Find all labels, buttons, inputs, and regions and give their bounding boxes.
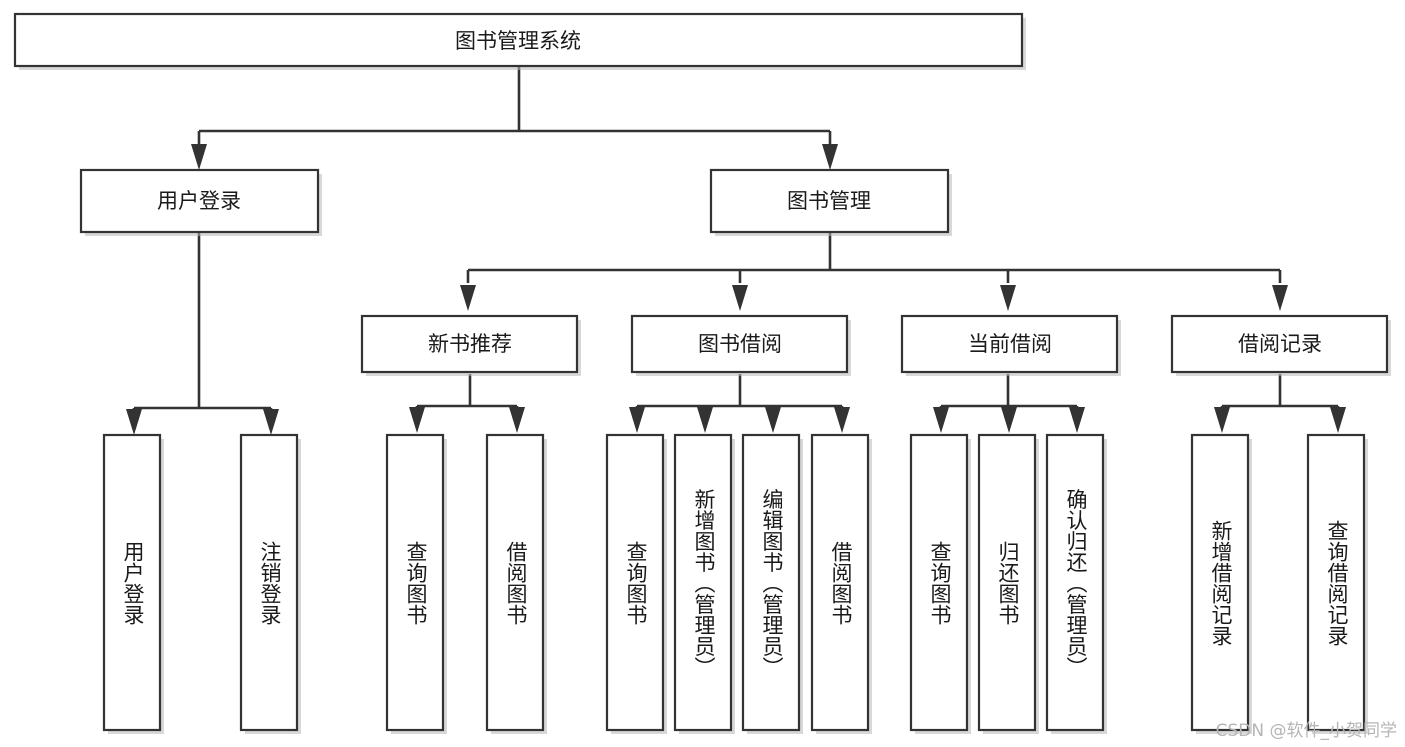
node-borrow-record[interactable]: 借阅记录: [1170, 314, 1391, 376]
leaf-book-borrow-1-label: 查询图书: [624, 541, 648, 625]
leaf-book-borrow-4[interactable]: 借阅图书: [810, 433, 872, 734]
node-current-borrow[interactable]: 当前借阅: [900, 314, 1121, 376]
arrow-root-to-user-login: [191, 144, 207, 170]
leaf-current-borrow-2-label: 归还图书: [996, 541, 1020, 625]
arrow-book-borrow-leaf-3: [765, 407, 781, 433]
node-new-book-recommend-label: 新书推荐: [428, 332, 512, 356]
arrow-book-manage-to-current: [1000, 285, 1016, 311]
arrow-root-to-book-manage: [822, 144, 838, 170]
arrow-book-manage-to-new-book: [460, 285, 476, 311]
arrow-new-book-leaf-2: [509, 407, 525, 433]
node-user-login-label: 用户登录: [157, 189, 241, 213]
leaf-new-book-2[interactable]: 借阅图书: [485, 433, 547, 734]
node-borrow-record-label: 借阅记录: [1238, 332, 1322, 356]
leaf-book-borrow-3-label: 编辑图书（管理员）: [760, 489, 784, 678]
arrow-book-borrow-leaf-4: [834, 407, 850, 433]
node-root-system-label: 图书管理系统: [455, 29, 581, 53]
leaf-book-borrow-4-label: 借阅图书: [829, 541, 853, 625]
node-book-borrow[interactable]: 图书借阅: [630, 314, 851, 376]
arrow-book-borrow-leaf-1: [629, 407, 645, 433]
leaf-borrow-record-1-label: 新增借阅记录: [1209, 520, 1233, 646]
arrow-borrow-record-leaf-2: [1330, 407, 1346, 433]
leaf-book-borrow-2[interactable]: 新增图书（管理员）: [673, 433, 735, 734]
node-book-borrow-label: 图书借阅: [698, 332, 782, 356]
node-root-system[interactable]: 图书管理系统: [13, 12, 1026, 70]
leaf-new-book-2-label: 借阅图书: [504, 541, 528, 625]
leaf-current-borrow-1[interactable]: 查询图书: [909, 433, 971, 734]
connector-group-new-book: [415, 374, 519, 409]
csdn-watermark: CSDN @软件_小贺同学: [1215, 721, 1397, 741]
node-user-login[interactable]: 用户登录: [79, 168, 322, 236]
connector-group-borrow-record: [1220, 374, 1340, 409]
arrow-user-login-leaf-2: [263, 409, 279, 435]
arrow-current-borrow-leaf-2: [1001, 407, 1017, 433]
connector-group-book-manage: [466, 232, 1282, 283]
arrow-current-borrow-leaf-1: [933, 407, 949, 433]
leaf-current-borrow-2[interactable]: 归还图书: [977, 433, 1039, 734]
leaf-borrow-record-2-label: 查询借阅记录: [1325, 520, 1349, 646]
leaf-current-borrow-1-label: 查询图书: [928, 541, 952, 625]
connector-group-book-borrow: [635, 374, 844, 409]
arrow-book-manage-to-record: [1272, 285, 1288, 311]
leaf-current-borrow-3[interactable]: 确认归还（管理员）: [1045, 433, 1107, 734]
leaf-new-book-1-label: 查询图书: [404, 541, 428, 625]
leaf-book-borrow-3[interactable]: 编辑图书（管理员）: [741, 433, 803, 734]
leaf-borrow-record-2[interactable]: 查询借阅记录: [1306, 433, 1368, 734]
node-current-borrow-label: 当前借阅: [968, 332, 1052, 356]
leaf-current-borrow-3-label: 确认归还（管理员）: [1064, 489, 1088, 678]
leaf-user-login-2[interactable]: 注销登录: [239, 433, 301, 734]
arrow-book-manage-to-borrow: [732, 285, 748, 311]
arrow-book-borrow-leaf-2: [697, 407, 713, 433]
node-book-manage[interactable]: 图书管理: [709, 168, 952, 236]
leaf-book-borrow-1[interactable]: 查询图书: [605, 433, 667, 734]
leaf-book-borrow-2-label: 新增图书（管理员）: [692, 489, 716, 678]
leaf-borrow-record-1[interactable]: 新增借阅记录: [1190, 433, 1252, 734]
arrow-new-book-leaf-1: [409, 407, 425, 433]
node-book-manage-label: 图书管理: [787, 189, 871, 213]
leaf-user-login-1-label: 用户登录: [121, 541, 145, 625]
leaf-user-login-2-label: 注销登录: [258, 541, 282, 625]
arrow-borrow-record-leaf-1: [1214, 407, 1230, 433]
leaf-new-book-1[interactable]: 查询图书: [385, 433, 447, 734]
connector-group-current-borrow: [939, 374, 1079, 409]
arrow-user-login-leaf-1: [126, 409, 142, 435]
arrow-current-borrow-leaf-3: [1069, 407, 1085, 433]
node-new-book-recommend[interactable]: 新书推荐: [360, 314, 581, 376]
connector-group-user-login: [132, 232, 273, 411]
leaf-user-login-1[interactable]: 用户登录: [102, 433, 164, 734]
connector-group-root: [197, 66, 832, 146]
